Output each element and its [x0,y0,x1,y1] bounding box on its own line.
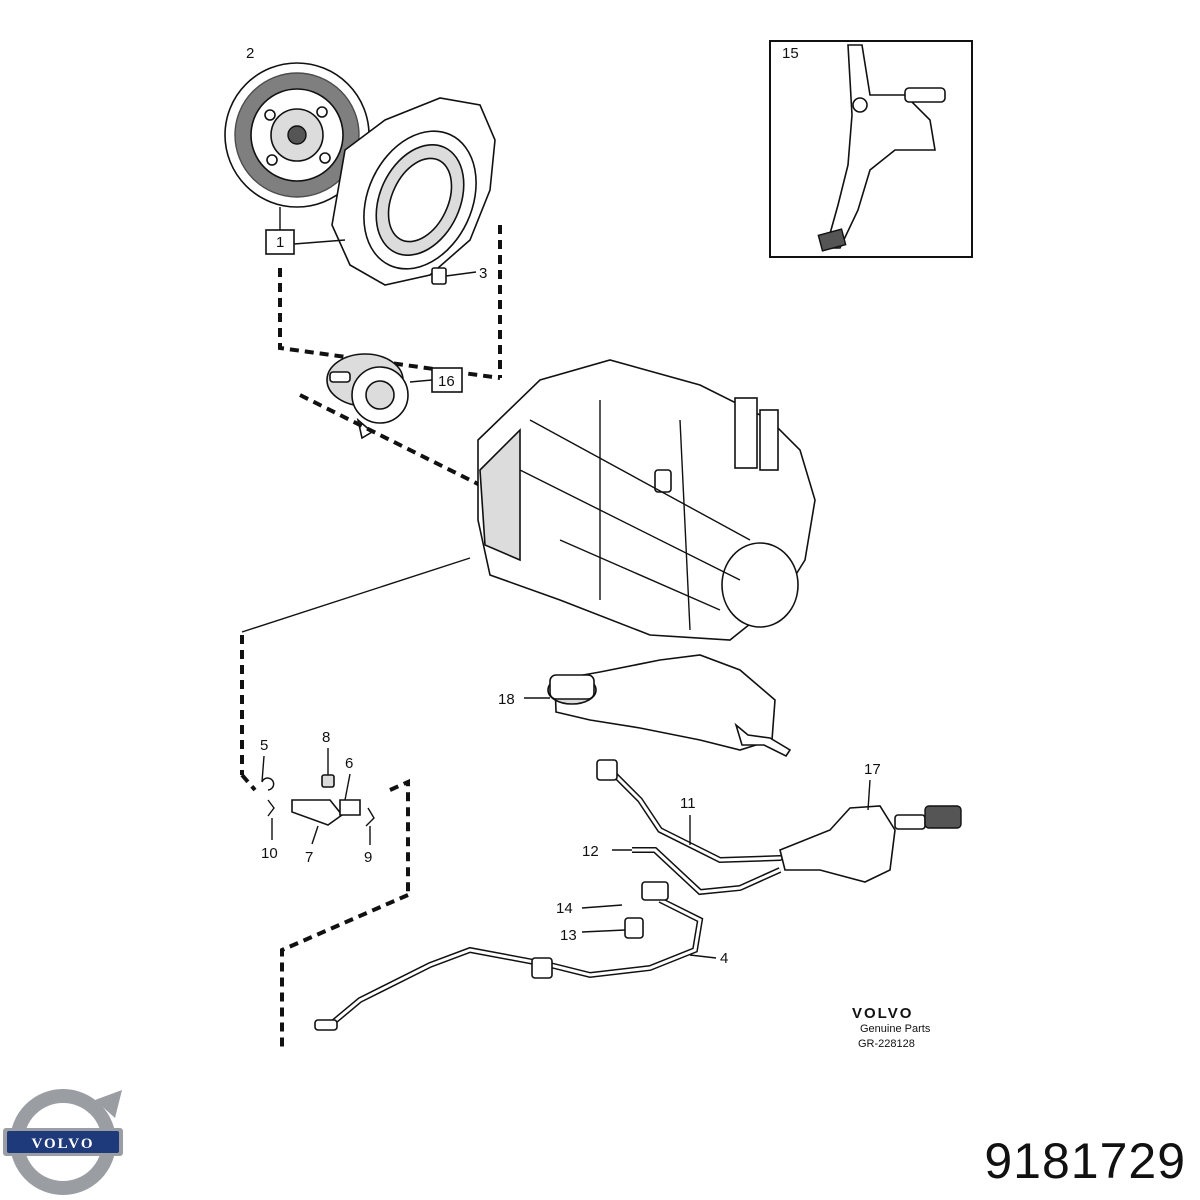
callout-17: 17 [864,761,881,778]
callout-2: 2 [246,45,254,62]
bolt [431,267,477,285]
callout-18: 18 [498,691,515,708]
callout-9: 9 [364,849,372,866]
clutch-master-cylinder [779,805,962,883]
callout-box-1 [265,229,295,255]
callout-7: 7 [305,849,313,866]
callout-16: 16 [438,373,455,390]
callout-15: 15 [782,45,799,62]
callout-6: 6 [345,755,353,772]
callout-8: 8 [322,729,330,746]
clutch-disc [224,62,370,208]
fluid-reservoir [547,654,792,758]
bleed-fitting-assembly [261,774,375,827]
diagram-code: GR-228128 [858,1038,915,1050]
callout-13: 13 [560,927,577,944]
footer-logo-text: VOLVO [31,1136,94,1152]
callout-4: 4 [720,950,728,967]
callout-box-16 [431,367,463,393]
hydraulic-hoses [314,759,783,1031]
callout-11: 11 [680,795,696,812]
callout-14: 14 [556,900,573,917]
callout-1: 1 [276,234,284,251]
callout-3: 3 [479,265,487,282]
gearbox [477,359,816,641]
clutch-pedal [817,44,946,252]
callout-5: 5 [260,737,268,754]
volvo-iron-mark-icon: VOLVO [3,1089,123,1195]
release-bearing [326,353,409,440]
diagram-brand-logo: VOLVO [852,1005,913,1022]
callout-10: 10 [261,845,278,862]
diagram-brand-subtitle: Genuine Parts [860,1023,931,1035]
callout-12: 12 [582,843,599,860]
part-number: 9181729 [984,1133,1186,1189]
pressure-plate [331,97,496,286]
